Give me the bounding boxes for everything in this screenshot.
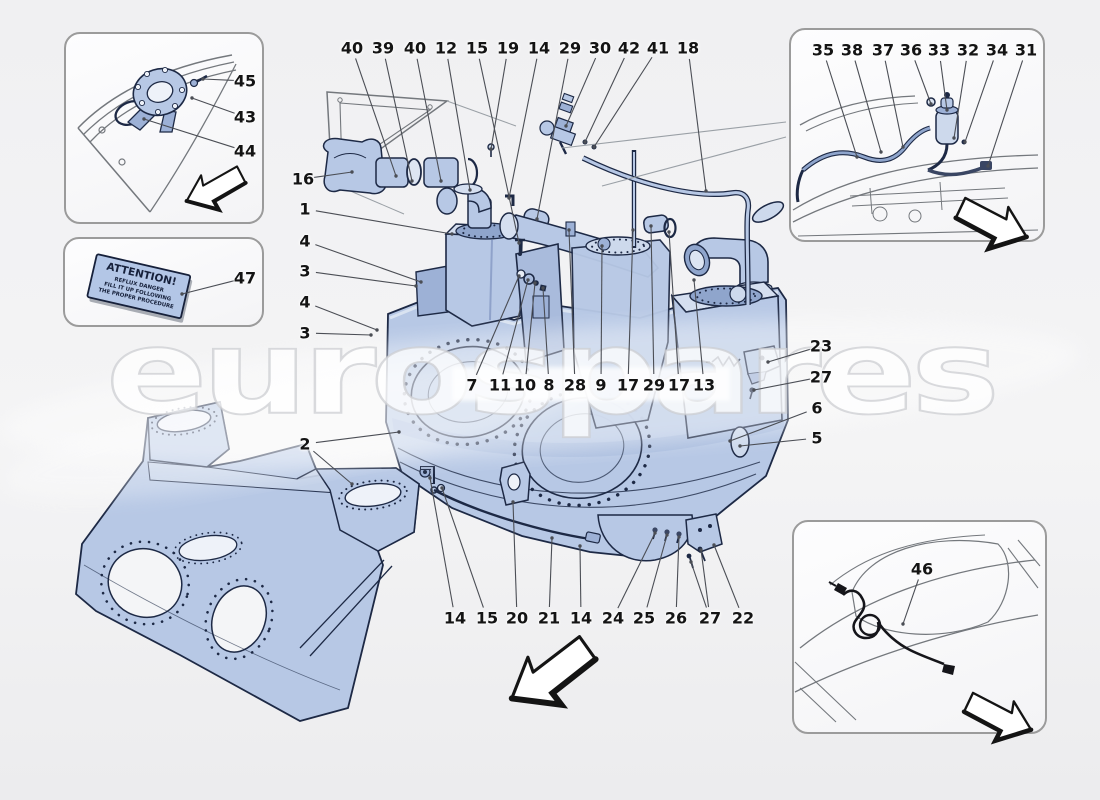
evap-hose	[802, 126, 931, 172]
filler-pump-assembly	[322, 137, 479, 195]
mount-bracket	[685, 513, 723, 553]
heat-shield-panel	[75, 400, 420, 722]
sensor-harness	[842, 589, 945, 666]
attention-decal-art: ATTENTION! REFLUX DANGER FILL IT UP FOLL…	[86, 253, 193, 323]
screw	[195, 74, 208, 84]
direction-arrow-icon	[180, 162, 251, 219]
filler-flange-art	[77, 54, 251, 219]
inset-harness-location-view	[792, 520, 1047, 734]
hose-clamp	[467, 157, 479, 189]
hose-clamp	[926, 97, 936, 107]
direction-arrow-icon	[950, 193, 1034, 259]
evap-canister	[935, 109, 959, 145]
hose-ring	[406, 158, 422, 186]
direction-arrow-icon	[958, 688, 1037, 751]
connector-hose	[927, 166, 983, 177]
left-tank-tower	[445, 233, 523, 327]
harness-location-art	[794, 534, 1041, 751]
rollover-valve	[539, 92, 577, 155]
side-port	[730, 426, 750, 458]
direction-arrow-icon	[498, 630, 607, 724]
engine-bay-art	[792, 92, 1039, 259]
